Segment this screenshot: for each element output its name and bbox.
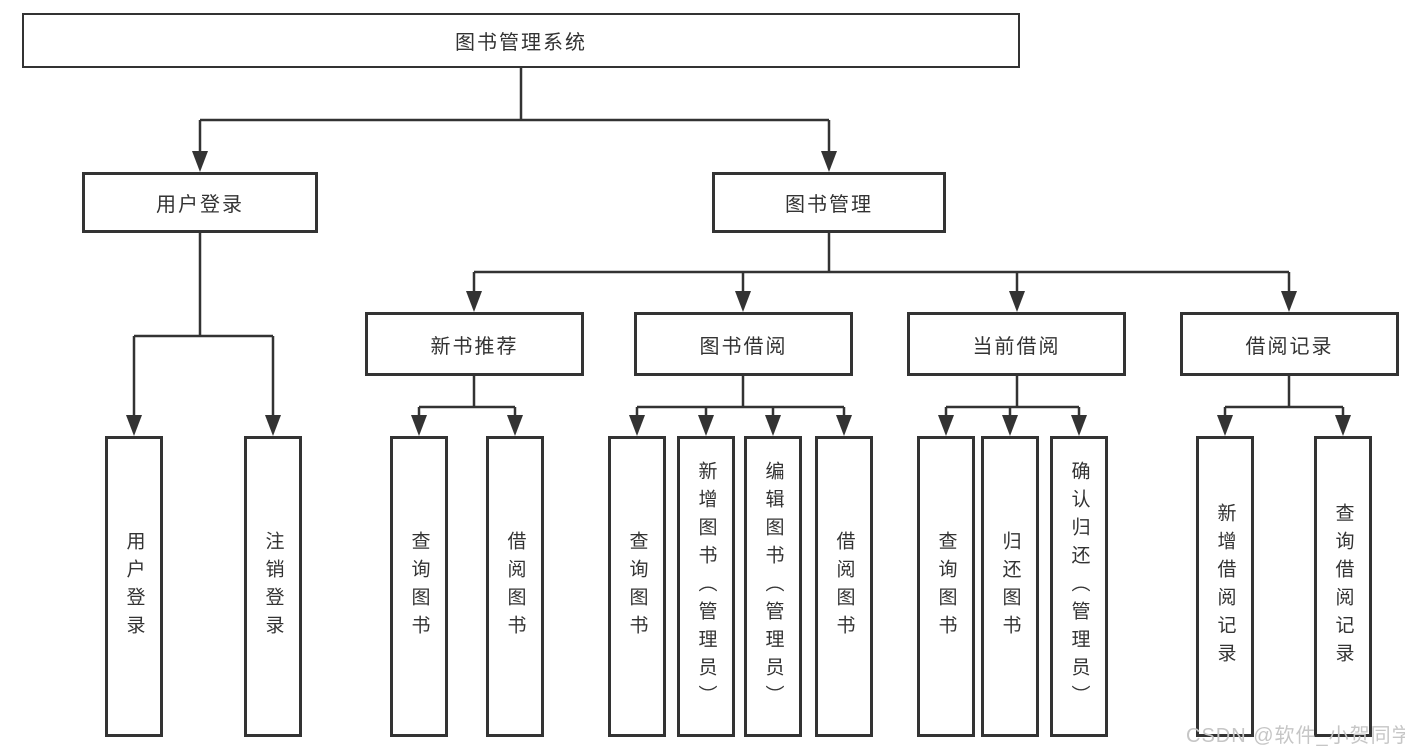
node-label: 新增借阅记录 bbox=[1214, 502, 1236, 671]
node-label: 注销登录 bbox=[262, 530, 284, 643]
node-book-borrowing: 图书借阅 bbox=[634, 312, 853, 376]
node-label: 用户登录 bbox=[156, 194, 244, 216]
arrowhead-group bbox=[126, 151, 1351, 436]
leaf-logout: 注销登录 bbox=[244, 436, 302, 737]
node-label: 当前借阅 bbox=[972, 335, 1061, 358]
node-user-login: 用户登录 bbox=[82, 172, 318, 233]
leaf-query-books-borrow: 查询图书 bbox=[608, 436, 666, 737]
node-current-borrowing: 当前借阅 bbox=[907, 312, 1126, 376]
leaf-query-books-recommend: 查询图书 bbox=[390, 436, 448, 737]
node-label: 借阅图书 bbox=[833, 530, 855, 643]
leaf-add-borrow-record: 新增借阅记录 bbox=[1196, 436, 1254, 737]
node-label: 图书借阅 bbox=[699, 335, 788, 358]
leaf-query-books-current: 查询图书 bbox=[917, 436, 975, 737]
node-label: 查询借阅记录 bbox=[1332, 502, 1354, 671]
leaf-edit-book-admin: 编辑图书（管理员） bbox=[744, 436, 802, 737]
node-label: 借阅记录 bbox=[1245, 335, 1334, 358]
node-label: 新书推荐 bbox=[430, 335, 519, 358]
leaf-confirm-return-admin: 确认归还（管理员） bbox=[1050, 436, 1108, 737]
leaf-add-book-admin: 新增图书（管理员） bbox=[677, 436, 735, 737]
node-book-management: 图书管理 bbox=[712, 172, 946, 233]
node-label: 新增图书（管理员） bbox=[695, 460, 717, 713]
leaf-borrow-books-recommend: 借阅图书 bbox=[486, 436, 544, 737]
node-label: 图书管理 bbox=[785, 194, 873, 216]
leaf-query-borrow-record: 查询借阅记录 bbox=[1314, 436, 1372, 737]
node-label: 查询图书 bbox=[935, 530, 957, 643]
node-label: 借阅图书 bbox=[504, 530, 526, 643]
node-label: 用户登录 bbox=[123, 530, 145, 643]
node-library-system: 图书管理系统 bbox=[22, 13, 1020, 68]
leaf-return-books: 归还图书 bbox=[981, 436, 1039, 737]
node-label: 归还图书 bbox=[999, 530, 1021, 643]
node-label: 查询图书 bbox=[408, 530, 430, 643]
node-borrowing-records: 借阅记录 bbox=[1180, 312, 1399, 376]
node-label: 编辑图书（管理员） bbox=[762, 460, 784, 713]
node-label: 查询图书 bbox=[626, 530, 648, 643]
node-label: 确认归还（管理员） bbox=[1068, 460, 1090, 713]
leaf-user-login: 用户登录 bbox=[105, 436, 163, 737]
leaf-borrow-books: 借阅图书 bbox=[815, 436, 873, 737]
node-new-book-recommendation: 新书推荐 bbox=[365, 312, 584, 376]
node-label: 图书管理系统 bbox=[455, 32, 587, 54]
